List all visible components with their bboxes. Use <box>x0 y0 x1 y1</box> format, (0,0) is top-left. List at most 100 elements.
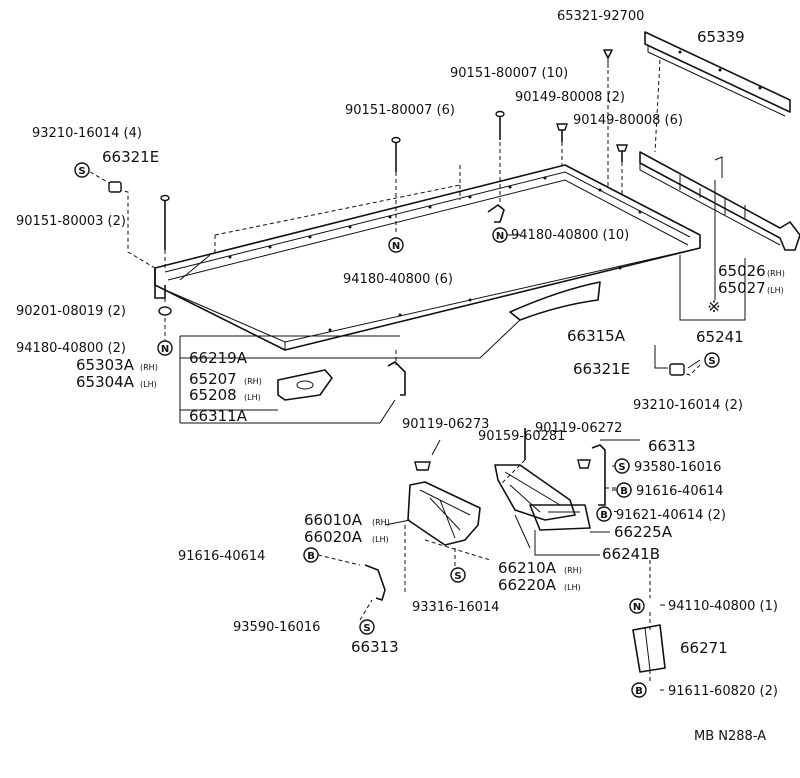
part-labels: 65321-92700 65339 90151-80007 (10) 90149… <box>16 9 785 744</box>
symbol-n-94110-40800: N <box>629 598 645 614</box>
label-91616-40614-left: 91616-40614 <box>178 549 265 564</box>
bolt-90119-06272 <box>577 459 591 469</box>
svg-text:B: B <box>307 551 315 562</box>
label-94180-40800-10: 94180-40800 (10) <box>511 228 629 243</box>
label-65207: 65207 <box>189 370 237 388</box>
block-66271 <box>632 624 666 673</box>
svg-text:(LH): (LH) <box>372 535 389 544</box>
label-66241B: 66241B <box>602 545 660 563</box>
symbol-s-93590-16016: S <box>359 619 375 635</box>
bracket-66210A <box>494 464 576 521</box>
clip-94180-40800-10 <box>487 204 505 223</box>
label-66311A: 66311A <box>189 407 248 425</box>
svg-text:※: ※ <box>707 297 720 316</box>
svg-text:N: N <box>496 231 504 242</box>
symbol-b-91616-40614-left: B <box>303 547 319 563</box>
symbol-n-94180-40800-2: N <box>157 340 173 356</box>
symbol-s-93316-16014: S <box>450 567 466 583</box>
label-93210-16014-4: 93210-16014 (4) <box>32 126 142 141</box>
label-66315A: 66315A <box>567 327 626 345</box>
svg-text:(RH): (RH) <box>767 269 785 278</box>
label-65339: 65339 <box>697 28 745 46</box>
washer-90201-08019 <box>158 306 172 316</box>
part-65241-beam <box>639 151 800 251</box>
label-66313-right: 66313 <box>648 437 696 455</box>
svg-text:N: N <box>161 344 169 355</box>
label-65321-92700: 65321-92700 <box>557 9 644 24</box>
svg-text:(LH): (LH) <box>140 380 157 389</box>
label-91611-60820-2: 91611-60820 (2) <box>668 684 778 699</box>
bracket-66010A <box>407 481 481 546</box>
label-65208: 65208 <box>189 386 237 404</box>
label-90149-80008-6: 90149-80008 (6) <box>573 113 683 128</box>
label-66321E-top: 66321E <box>102 148 159 166</box>
label-90159-60281: 90159-60281 <box>478 429 565 444</box>
label-66219A: 66219A <box>189 349 248 367</box>
frame-66219A <box>154 164 701 351</box>
svg-text:N: N <box>633 602 641 613</box>
label-93316-16014: 93316-16014 <box>412 600 499 615</box>
label-93590-16016: 93590-16016 <box>233 620 320 635</box>
label-65026: 65026 <box>718 262 766 280</box>
nut-66321E-mid <box>669 363 685 376</box>
svg-text:(RH): (RH) <box>244 377 262 386</box>
bracket-66313-right <box>591 444 606 506</box>
label-66225A: 66225A <box>614 523 673 541</box>
svg-text:S: S <box>618 462 625 473</box>
label-65027: 65027 <box>718 279 766 297</box>
symbol-b-91621-40614: B <box>596 506 612 522</box>
label-91621-40614-2: 91621-40614 (2) <box>616 508 726 523</box>
alignment-lines-lower <box>317 459 621 621</box>
part-65339-rail <box>644 31 791 117</box>
svg-text:N: N <box>392 241 400 252</box>
label-66210A: 66210A <box>498 559 557 577</box>
svg-text:B: B <box>600 510 608 521</box>
svg-text:(RH): (RH) <box>140 363 158 372</box>
bolt-90149-80008-2 <box>556 123 568 142</box>
svg-text:(LH): (LH) <box>767 286 784 295</box>
bolt-90151-80003-2 <box>160 194 170 250</box>
bolt-90151-80007-10 <box>495 110 505 140</box>
label-90149-80008-2: 90149-80008 (2) <box>515 90 625 105</box>
label-90151-80007-6: 90151-80007 (6) <box>345 103 455 118</box>
label-91616-40614-right: 91616-40614 <box>636 484 723 499</box>
symbol-s-93210-16014-2: S <box>704 352 720 368</box>
svg-text:B: B <box>635 686 643 697</box>
bolt-90149-80008-6 <box>616 144 628 162</box>
label-66220A: 66220A <box>498 576 557 594</box>
label-90201-08019-2: 90201-08019 (2) <box>16 304 126 319</box>
frame-bolt-holes <box>228 176 642 332</box>
svg-text:B: B <box>620 486 628 497</box>
svg-text:S: S <box>454 571 461 582</box>
nut-66321E-top <box>108 181 122 193</box>
label-94180-40800-6: 94180-40800 (6) <box>343 272 453 287</box>
svg-text:(RH): (RH) <box>372 518 390 527</box>
symbol-s-93210-16014-4: S <box>74 162 90 178</box>
label-94180-40800-2: 94180-40800 (2) <box>16 341 126 356</box>
symbol-s-93580-16016: S <box>614 458 630 474</box>
plate-66225A <box>529 504 591 531</box>
svg-text:S: S <box>708 356 715 367</box>
label-66020A: 66020A <box>304 528 363 546</box>
label-93210-16014-2: 93210-16014 (2) <box>633 398 743 413</box>
svg-text:(RH): (RH) <box>564 566 582 575</box>
symbol-n-94180-40800-6: N <box>388 237 404 253</box>
label-65304A: 65304A <box>76 373 135 391</box>
label-65241: 65241 <box>696 328 744 346</box>
bracket-65207 <box>277 369 333 401</box>
label-93580-16016: 93580-16016 <box>634 460 721 475</box>
symbol-asterisk-65241: ※ <box>707 297 720 316</box>
svg-text:S: S <box>78 166 85 177</box>
label-66010A: 66010A <box>304 511 363 529</box>
symbol-b-91611-60820: B <box>631 682 647 698</box>
label-66313-left: 66313 <box>351 638 399 656</box>
svg-text:(LH): (LH) <box>244 393 261 402</box>
symbol-b-91616-40614-right: B <box>616 482 632 498</box>
label-66271: 66271 <box>680 639 728 657</box>
label-66321E-mid: 66321E <box>573 360 630 378</box>
label-94110-40800-1: 94110-40800 (1) <box>668 599 778 614</box>
leader-lines <box>179 180 746 691</box>
label-90119-06272: 90119-06272 <box>535 421 622 436</box>
bracket-66313-left <box>364 564 386 601</box>
